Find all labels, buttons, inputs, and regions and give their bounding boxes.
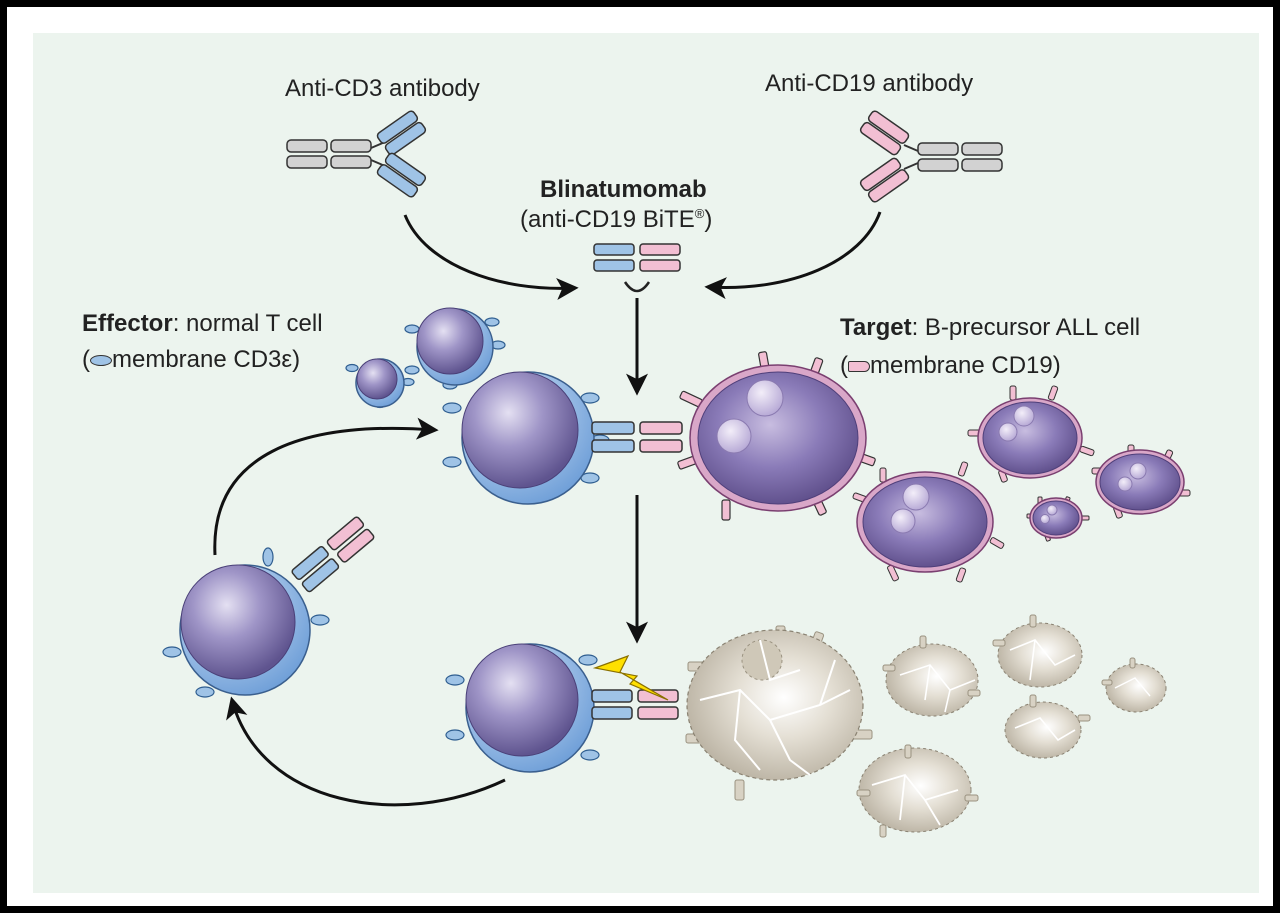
target-cell-cluster <box>852 385 1191 583</box>
bite-name-label: Blinatumomab <box>540 176 707 203</box>
t-cell-killing-icon <box>445 643 600 773</box>
arrow-recycle-up <box>213 417 439 556</box>
target-cell-a-icon <box>852 461 1005 583</box>
effector-marker-text: membrane CD3ε) <box>112 346 301 373</box>
arrow-cd3-to-bite <box>403 214 579 300</box>
bite-desc-label: (anti-CD19 BiTE®) <box>520 206 712 234</box>
cd19-legend-icon <box>848 361 870 373</box>
anti-cd3-label: Anti-CD3 antibody <box>285 75 480 102</box>
bite-bound-icon <box>591 421 683 453</box>
target-rest: : B-precursor ALL cell <box>911 314 1141 341</box>
t-cell-small-icon <box>404 307 506 390</box>
target-marker-text: membrane CD19) <box>870 352 1061 379</box>
bite-desc-text: (anti-CD19 BiTE <box>520 206 695 233</box>
registered-mark: ® <box>694 206 705 221</box>
lysed-cell-small-icons <box>856 614 1167 838</box>
target-cell-d-icon <box>1026 496 1090 542</box>
cd3-legend-icon <box>90 355 112 367</box>
target-label: Target: B-precursor ALL cell <box>840 314 1140 342</box>
arrow-recycle-back <box>226 696 506 807</box>
t-cell-recycled-icon <box>162 516 375 698</box>
target-cell-c-icon <box>1091 444 1191 519</box>
effector-marker-label: ( membrane CD3ε) <box>82 346 300 374</box>
lysed-cell-large-icon <box>685 625 873 801</box>
anti-cd3-antibody-icon <box>286 110 427 198</box>
bite-synapse-icon <box>591 689 679 720</box>
target-cell-large-icon <box>677 351 876 521</box>
anti-cd19-label: Anti-CD19 antibody <box>765 70 974 97</box>
anti-cd19-antibody-icon <box>859 110 1003 203</box>
target-bold: Target <box>840 314 912 341</box>
t-cell-engaged-icon <box>442 371 610 505</box>
effector-open-paren: ( <box>82 346 90 373</box>
arrow-cd19-to-bite <box>704 211 882 300</box>
bite-desc-close: ) <box>704 206 713 233</box>
effector-label: Effector: normal T cell <box>82 310 323 338</box>
effector-bold: Effector <box>82 310 173 337</box>
effector-rest: : normal T cell <box>172 310 323 337</box>
lightning-icon <box>592 654 669 701</box>
target-open-paren: ( <box>840 352 848 379</box>
target-cell-b-icon <box>967 385 1095 483</box>
t-cell-tiny-icon <box>345 358 415 409</box>
target-marker-label: ( membrane CD19) <box>840 352 1061 380</box>
bite-molecule-icon <box>593 243 681 293</box>
